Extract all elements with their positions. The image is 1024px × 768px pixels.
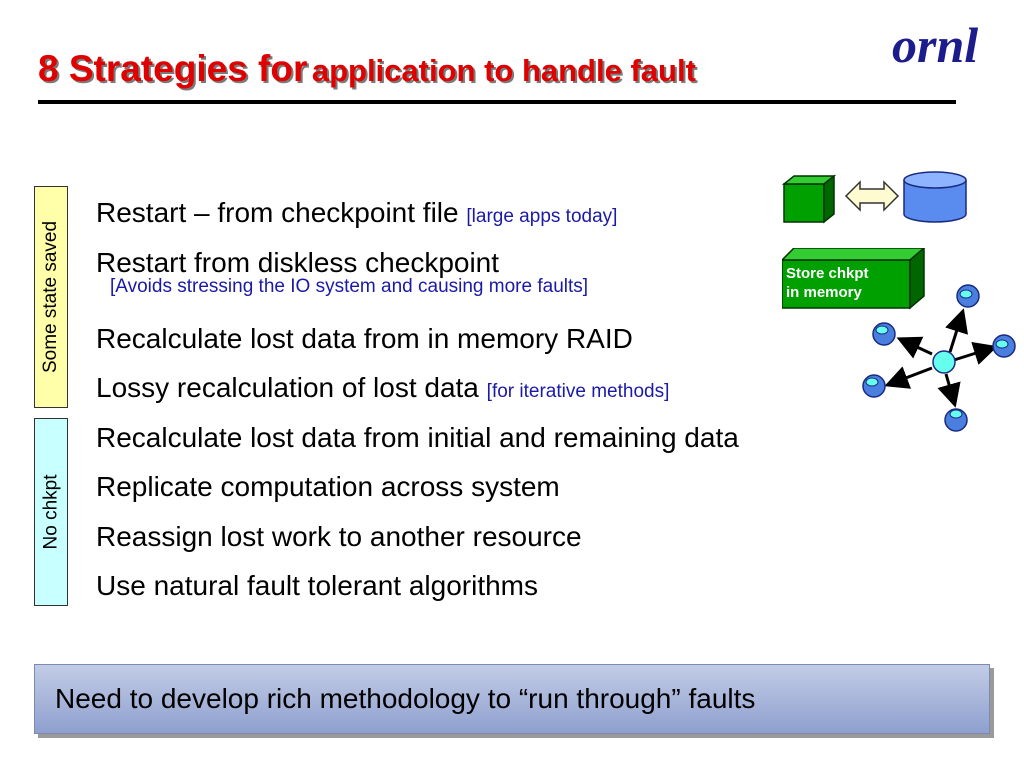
- memory-box-line1: Store chkpt: [786, 265, 869, 282]
- strategy-text: Lossy recalculation of lost data: [96, 372, 479, 403]
- slide-title: 8 Strategies for application to handle f…: [38, 48, 696, 90]
- title-sub: application to handle fault: [311, 53, 696, 88]
- list-item: Recalculate lost data from initial and r…: [96, 413, 739, 463]
- some-state-saved-label: Some state saved: [34, 186, 68, 408]
- memory-box-line2: in memory: [786, 284, 862, 301]
- no-chkpt-text: No chkpt: [40, 474, 62, 550]
- green-cube-icon: [781, 174, 837, 224]
- memory-box-icon: [782, 248, 926, 310]
- some-state-saved-text: Some state saved: [40, 220, 61, 374]
- list-item: Lossy recalculation of lost data [for it…: [96, 363, 739, 413]
- strategy-text: Restart from diskless checkpoint: [96, 246, 500, 278]
- title-main: 8 Strategies for: [38, 48, 308, 89]
- hub-node: [932, 350, 956, 374]
- strategy-text: Replicate computation across system: [96, 471, 560, 502]
- list-item: Reassign lost work to another resource: [96, 512, 739, 562]
- strategy-text: Recalculate lost data from initial and r…: [96, 421, 739, 453]
- list-item: Restart from diskless checkpoint [Avoids…: [96, 238, 739, 314]
- strategy-note: [for iterative methods]: [486, 381, 670, 402]
- summary-banner: Need to develop rich methodology to “run…: [34, 664, 990, 734]
- strategy-text: Recalculate lost data from in memory RAI…: [96, 322, 633, 354]
- disk-cylinder-icon: [903, 171, 967, 223]
- list-item: Replicate computation across system: [96, 462, 739, 512]
- list-item: Use natural fault tolerant algorithms: [96, 561, 739, 611]
- list-item: Restart – from checkpoint file [large ap…: [96, 188, 739, 238]
- strategy-text: Use natural fault tolerant algorithms: [96, 570, 538, 601]
- memory-box-label: Store chkpt in memory: [786, 264, 906, 302]
- node-network-icon: [862, 284, 1016, 432]
- no-chkpt-label: No chkpt: [34, 418, 68, 606]
- ornl-logo: ornl: [892, 17, 979, 73]
- list-item: Recalculate lost data from in memory RAI…: [96, 314, 739, 364]
- strategy-text: Restart – from checkpoint file: [96, 197, 459, 228]
- strategy-subnote: [Avoids stressing the IO system and caus…: [110, 276, 589, 297]
- strategy-text: Reassign lost work to another resource: [96, 520, 582, 552]
- strategy-list: Restart – from checkpoint file [large ap…: [96, 188, 739, 611]
- strategy-note: [large apps today]: [466, 206, 618, 227]
- banner-text: Need to develop rich methodology to “run…: [55, 683, 756, 714]
- title-underline: [38, 100, 956, 104]
- checkpoint-to-disk-diagram: [781, 171, 967, 224]
- double-arrow-icon: [844, 180, 900, 212]
